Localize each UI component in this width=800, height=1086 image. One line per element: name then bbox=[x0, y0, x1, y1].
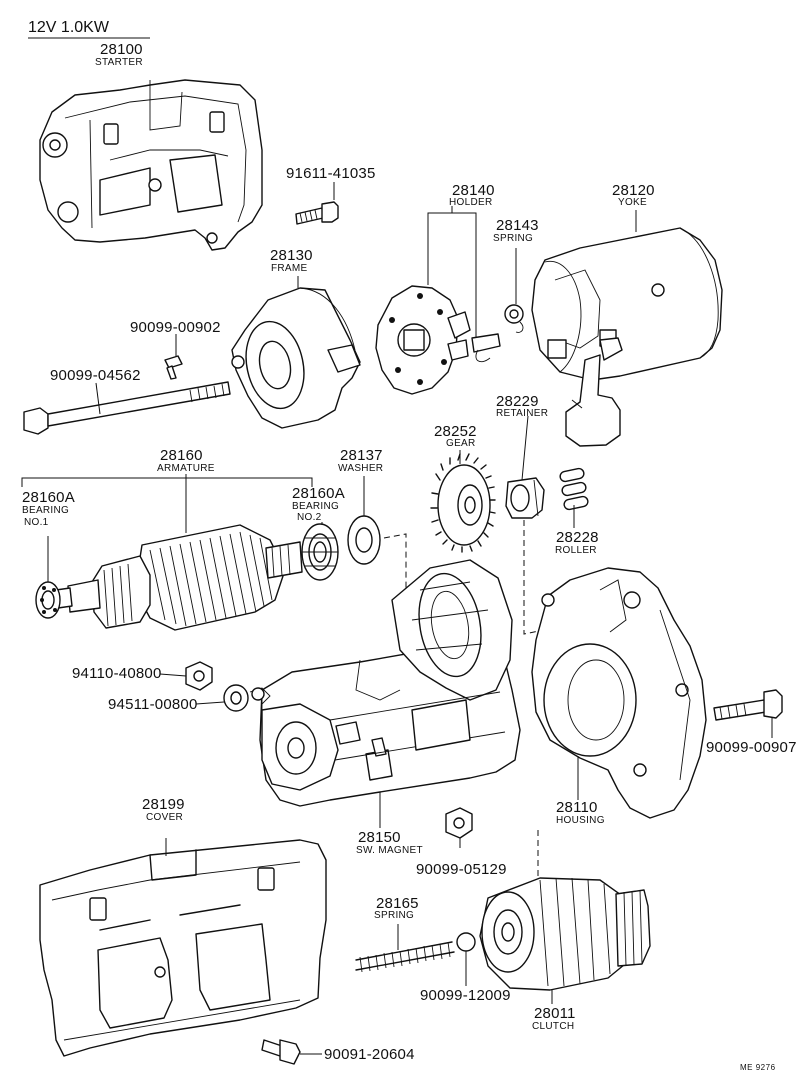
bolt-90099-00902-drawing bbox=[164, 355, 183, 380]
bolt-90099-00907-drawing bbox=[713, 689, 783, 721]
brush-drawing bbox=[471, 333, 501, 363]
part-clutch-spring-name: SPRING bbox=[374, 910, 415, 921]
retainer-drawing bbox=[505, 477, 545, 519]
part-gear-number: 28252 bbox=[434, 423, 477, 440]
washer-drawing bbox=[347, 515, 381, 565]
brush-spring-drawing bbox=[504, 304, 524, 333]
part-bearing-no1-name: BEARING bbox=[22, 505, 70, 516]
part-roller-name: ROLLER bbox=[555, 545, 597, 556]
part-frame-name: FRAME bbox=[271, 263, 308, 274]
fastener-94511-00800-label: 94511-00800 bbox=[108, 696, 198, 713]
fastener-94110-40800-label: 94110-40800 bbox=[72, 665, 162, 682]
part-retainer-number: 28229 bbox=[496, 393, 539, 410]
part-holder-name: HOLDER bbox=[449, 197, 493, 208]
yoke-drawing bbox=[531, 227, 723, 447]
cover-drawing bbox=[39, 839, 327, 1057]
part-bearing-no2-subname: NO.2 bbox=[297, 512, 322, 523]
switch-magnet-drawing bbox=[249, 559, 521, 807]
part-roller-number: 28228 bbox=[556, 529, 599, 546]
part-brush-spring-name: SPRING bbox=[493, 233, 534, 244]
through-bolt-drawing bbox=[23, 381, 231, 435]
armature-drawing bbox=[55, 524, 303, 631]
bearing-no1-drawing bbox=[35, 581, 61, 619]
bearing-no2-drawing bbox=[301, 523, 339, 581]
diagram-code: ME 9276 bbox=[740, 1063, 776, 1072]
part-starter-number: 28100 bbox=[100, 41, 143, 58]
part-sw-magnet-name: SW. MAGNET bbox=[356, 845, 423, 856]
bolt-91611-41035-drawing bbox=[295, 201, 339, 225]
fastener-90099-12009-label: 90099-12009 bbox=[420, 987, 511, 1004]
part-starter-name: STARTER bbox=[95, 57, 143, 68]
fastener-90091-20604-label: 90091-20604 bbox=[324, 1046, 415, 1063]
part-bearing-no1-number: 28160A bbox=[22, 489, 75, 506]
housing-drawing bbox=[531, 567, 707, 819]
frame-drawing bbox=[231, 287, 361, 429]
part-housing-name: HOUSING bbox=[556, 815, 605, 826]
part-washer-name: WASHER bbox=[338, 463, 384, 474]
part-cover-number: 28199 bbox=[142, 796, 185, 813]
fastener-91611-41035-label: 91611-41035 bbox=[286, 165, 376, 182]
rollers-drawing bbox=[559, 467, 589, 511]
starter-assembly bbox=[39, 79, 263, 251]
part-gear-name: GEAR bbox=[446, 438, 476, 449]
nut-90099-05129-drawing bbox=[445, 807, 473, 839]
part-bearing-no2-name: BEARING bbox=[292, 501, 340, 512]
fastener-90099-00902-label: 90099-00902 bbox=[130, 319, 221, 336]
clutch-drawing bbox=[479, 877, 651, 991]
part-yoke-number: 28120 bbox=[612, 182, 655, 199]
part-housing-number: 28110 bbox=[556, 799, 598, 816]
washer-94511-00800-drawing bbox=[223, 684, 249, 712]
part-clutch-number: 28011 bbox=[534, 1005, 576, 1022]
ball-drawing bbox=[456, 932, 476, 952]
part-armature-name: ARMATURE bbox=[157, 463, 215, 474]
part-armature-number: 28160 bbox=[160, 447, 203, 464]
part-yoke-name: YOKE bbox=[618, 197, 647, 208]
fastener-90099-04562-label: 90099-04562 bbox=[50, 367, 141, 384]
part-washer-number: 28137 bbox=[340, 447, 383, 464]
clutch-spring-drawing bbox=[355, 941, 455, 973]
gear-drawing bbox=[430, 453, 496, 553]
fastener-90099-00907-label: 90099-00907 bbox=[706, 739, 797, 756]
part-bearing-no1-subname: NO.1 bbox=[24, 517, 49, 528]
nut-94110-40800-drawing bbox=[185, 661, 213, 691]
brush-holder-drawing bbox=[375, 285, 471, 395]
part-brush-spring-number: 28143 bbox=[496, 217, 539, 234]
alignment-line-2 bbox=[523, 520, 545, 635]
part-holder-number: 28140 bbox=[452, 182, 495, 199]
page-title: 12V 1.0KW bbox=[28, 19, 109, 36]
part-clutch-name: CLUTCH bbox=[532, 1021, 575, 1032]
part-cover-name: COVER bbox=[146, 812, 184, 823]
bolt-90091-20604-drawing bbox=[261, 1039, 301, 1065]
part-retainer-name: RETAINER bbox=[496, 408, 549, 419]
part-bearing-no2-number: 28160A bbox=[292, 485, 345, 502]
fastener-90099-05129-label: 90099-05129 bbox=[416, 861, 507, 878]
part-frame-number: 28130 bbox=[270, 247, 313, 264]
part-sw-magnet-number: 28150 bbox=[358, 829, 401, 846]
part-clutch-spring-number: 28165 bbox=[376, 895, 419, 912]
